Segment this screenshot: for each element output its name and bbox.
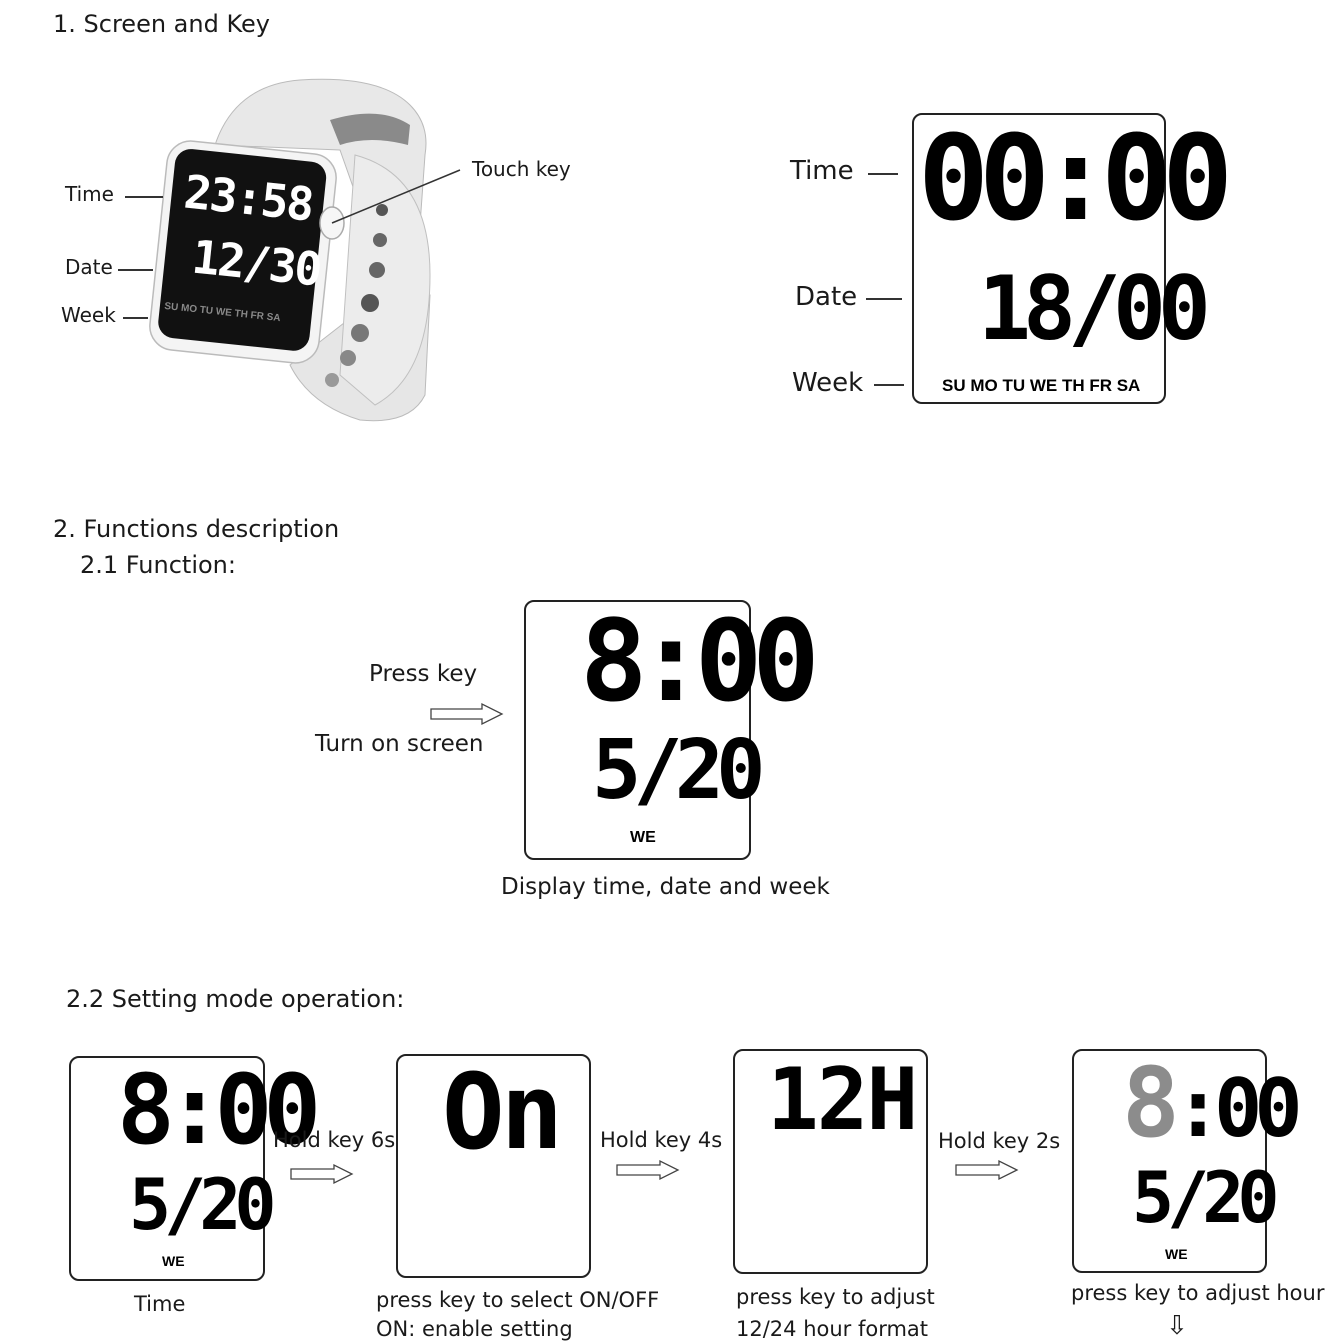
step4-hour-display: 8 [1122, 1047, 1180, 1159]
function-date-display: 5/20 [592, 723, 766, 818]
step3-caption-2: 12/24 hour format [736, 1317, 929, 1341]
step3-caption-1: press key to adjust [736, 1285, 935, 1309]
big-display-screen: 00:00 18/00 SU MO TU WE TH FR SA [912, 113, 1233, 404]
step4-caption: press key to adjust hour [1071, 1281, 1325, 1305]
big-week-display: SU MO TU WE TH FR SA [942, 376, 1141, 395]
section2-1-title: 2.1 Function: [80, 551, 236, 579]
big-leader-time [868, 173, 898, 175]
function-time-display: 8:00 [580, 597, 820, 727]
step3-screen: 12H [733, 1049, 928, 1274]
big-label-date: Date [795, 282, 858, 312]
step2-caption-2: ON: enable setting [376, 1317, 573, 1341]
watch-illustration: 23:58 12/30 SU MO TU WE TH FR SA [140, 75, 440, 425]
watch-label-time: Time [65, 182, 114, 206]
step4-down-arrow-icon: ⇩ [1166, 1311, 1188, 1341]
watch-label-touch-key: Touch key [472, 157, 571, 181]
touch-key-leader [331, 169, 461, 224]
step1-date-display: 5/20 [129, 1164, 277, 1246]
big-leader-date [866, 298, 902, 300]
step3-display: 12H [767, 1050, 918, 1150]
watch-leader-week [123, 317, 148, 319]
watch-label-date: Date [65, 255, 113, 279]
step2-caption-1: press key to select ON/OFF [376, 1288, 660, 1312]
arrow1-label: Hold key 6s [273, 1128, 396, 1152]
arrow1-icon [290, 1163, 354, 1185]
watch-drawing [149, 78, 431, 422]
step1-caption: Time [134, 1292, 186, 1316]
step1-screen: 8:00 5/20 WE [69, 1056, 321, 1281]
section1-title: 1. Screen and Key [53, 10, 270, 38]
watch-leader-date [118, 269, 153, 271]
step4-week-display: WE [1165, 1246, 1188, 1262]
watch-leader-time [125, 196, 163, 198]
arrow2-icon [616, 1159, 680, 1181]
arrow2-label: Hold key 4s [600, 1128, 723, 1152]
big-label-week: Week [792, 368, 864, 398]
step4-minutes-display: :00 [1174, 1062, 1302, 1155]
big-leader-week [874, 384, 904, 386]
arrow3-icon [955, 1159, 1019, 1181]
press-key-arrow-icon [430, 702, 504, 726]
watch-label-week: Week [61, 303, 116, 327]
watch-date-display: 12/30 [189, 229, 323, 297]
step1-time-display: 8:00 [117, 1054, 321, 1166]
watch-time-display: 23:58 [181, 164, 315, 232]
function-display-screen: 8:00 5/20 WE [524, 600, 820, 860]
big-label-time: Time [790, 156, 854, 186]
arrow3-label: Hold key 2s [938, 1129, 1061, 1153]
step1-week-display: WE [162, 1253, 185, 1269]
turn-on-screen-label: Turn on screen [315, 731, 484, 757]
section2-title: 2. Functions description [53, 515, 340, 543]
big-time-display: 00:00 [918, 109, 1233, 247]
press-key-label: Press key [369, 661, 478, 687]
step4-screen: 8 :00 5/20 WE [1072, 1047, 1302, 1273]
function-week-display: WE [630, 829, 656, 846]
big-date-display: 18/00 [978, 257, 1211, 360]
function-caption: Display time, date and week [501, 874, 830, 900]
section2-2-title: 2.2 Setting mode operation: [66, 985, 405, 1013]
step2-screen: On [396, 1054, 591, 1278]
step4-date-display: 5/20 [1132, 1157, 1280, 1239]
step2-display: On [442, 1051, 563, 1173]
